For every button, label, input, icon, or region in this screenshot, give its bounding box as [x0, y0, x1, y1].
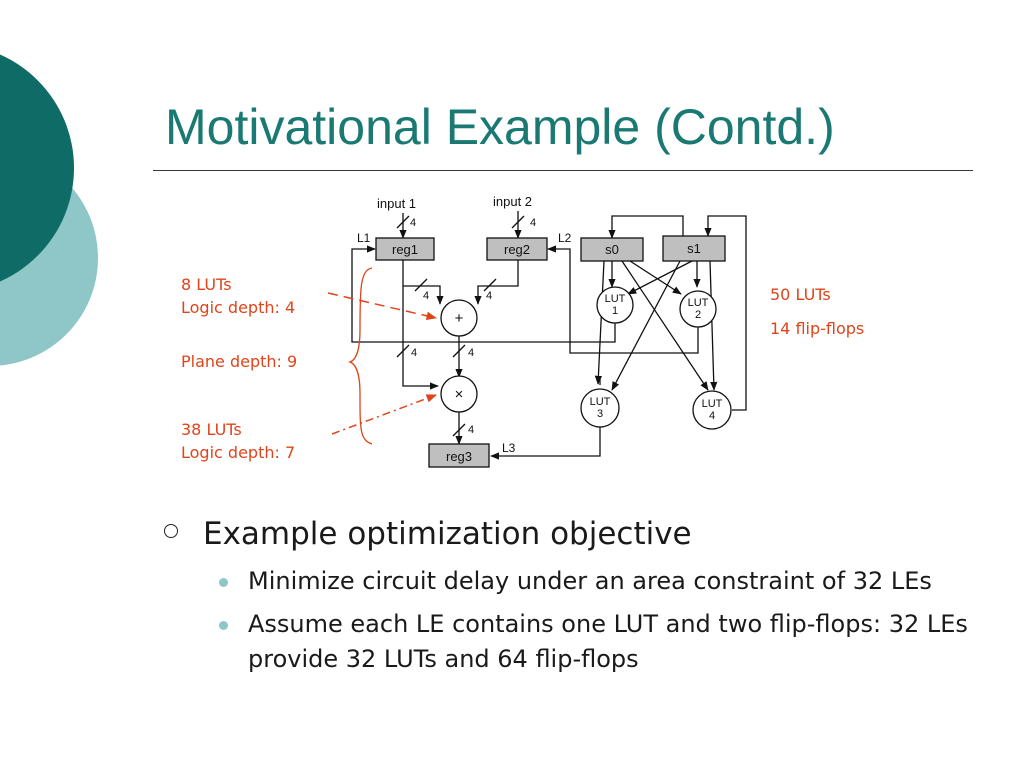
lut-2: LUT 2	[679, 290, 717, 328]
loop-label-l3: L3	[502, 441, 516, 455]
bus-width-label: 4	[486, 290, 492, 302]
logic-depth-arrow-bottom	[331, 394, 437, 435]
sub-bullet-text: Minimize circuit delay under an area con…	[248, 567, 932, 595]
lut-1: LUT 1	[596, 286, 634, 324]
annotation-plane-depth: Plane depth: 9	[181, 352, 297, 371]
bus-width-label: 4	[468, 347, 474, 359]
bus-slashes	[396, 215, 525, 437]
bus-width-labels: 4 4 4 4 4 4 4	[410, 217, 536, 436]
register-label: s0	[605, 242, 619, 257]
title-divider	[153, 170, 973, 171]
sub-bullet: Assume each LE contains one LUT and two …	[219, 607, 968, 677]
sub-bullet-text: Assume each LE contains one LUT and two …	[248, 610, 968, 673]
left-annotations: 8 LUTs Logic depth: 4 Plane depth: 9 38 …	[181, 275, 297, 462]
register-reg2: reg2	[486, 237, 548, 261]
svg-text:2: 2	[695, 309, 701, 321]
svg-text:1: 1	[612, 305, 618, 317]
annotation-luts-bottom: 38 LUTs	[181, 420, 242, 439]
svg-text:LUT: LUT	[605, 293, 626, 305]
svg-text:3: 3	[597, 408, 603, 420]
dot-bullet-icon	[219, 578, 228, 587]
bullet-main-text: Example optimization objective	[203, 516, 692, 552]
annotation-luts-right: 50 LUTs	[770, 285, 831, 304]
annotation-logic-depth-bottom: Logic depth: 7	[181, 443, 295, 462]
dark-teal-circle	[0, 54, 74, 282]
lut-4: LUT 4	[692, 390, 732, 430]
loop-label-l1: L1	[357, 231, 371, 245]
register-reg1: reg1	[375, 237, 435, 261]
multiplier-symbol: ×	[455, 386, 464, 403]
annotation-logic-depth-top: Logic depth: 4	[181, 298, 295, 317]
slide-title: Motivational Example (Contd.)	[165, 99, 835, 155]
loop-labels: L1 L2 L3	[357, 231, 572, 455]
svg-text:4: 4	[709, 410, 715, 422]
luts: LUT 1 LUT 2 LUT 3 LUT 4	[580, 286, 732, 430]
sub-bullet: Minimize circuit delay under an area con…	[219, 564, 968, 599]
adder-symbol: +	[455, 310, 464, 327]
bullet-list: Example optimization objective Minimize …	[160, 514, 980, 677]
right-annotations: 50 LUTs 14 flip-flops	[770, 285, 864, 338]
register-label: reg3	[446, 449, 472, 464]
svg-text:LUT: LUT	[590, 396, 611, 408]
register-reg3: reg3	[428, 443, 490, 468]
plane-depth-brace	[347, 267, 373, 445]
input-labels: input 1 input 2	[377, 194, 532, 211]
bullet-main: Example optimization objective	[160, 514, 980, 554]
annotation-luts-top: 8 LUTs	[181, 275, 232, 294]
register-label: reg2	[504, 242, 530, 257]
svg-text:LUT: LUT	[688, 297, 709, 309]
registers: reg1 reg2 s0 s1 reg3	[375, 235, 726, 468]
input-2-label: input 2	[493, 194, 532, 209]
svg-text:LUT: LUT	[702, 398, 723, 410]
wires	[351, 211, 747, 460]
bus-width-label: 4	[410, 217, 416, 229]
bus-width-label: 4	[423, 290, 429, 302]
register-label: s1	[687, 241, 701, 256]
input-1-label: input 1	[377, 196, 416, 211]
adder-node: +	[440, 299, 478, 337]
loop-label-l2: L2	[558, 231, 572, 245]
register-s1: s1	[662, 235, 726, 262]
multiplier-node: ×	[440, 375, 478, 413]
bus-width-label: 4	[411, 347, 417, 359]
operators: + ×	[440, 299, 478, 413]
register-label: reg1	[392, 242, 418, 257]
register-s0: s0	[580, 237, 644, 262]
dot-bullet-icon	[219, 621, 228, 630]
bus-width-label: 4	[530, 217, 536, 229]
annotation-flip-flops-right: 14 flip-flops	[770, 319, 864, 338]
lut-3: LUT 3	[580, 388, 620, 428]
logic-depth-arrow-top	[327, 292, 438, 320]
hollow-circle-bullet-icon	[164, 524, 178, 538]
bus-width-label: 4	[468, 424, 474, 436]
